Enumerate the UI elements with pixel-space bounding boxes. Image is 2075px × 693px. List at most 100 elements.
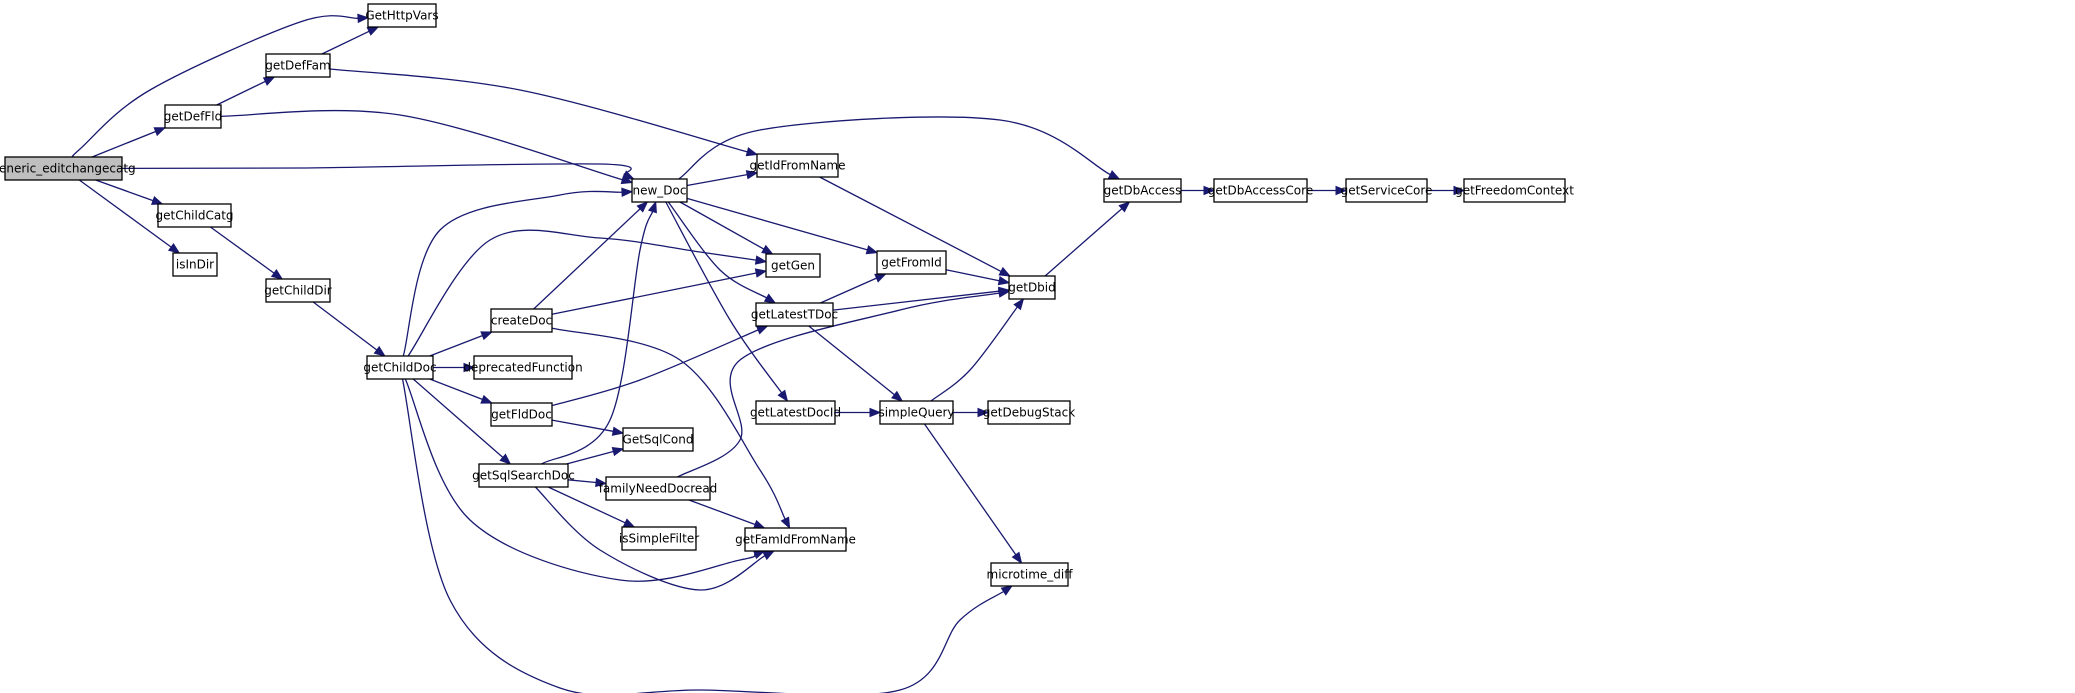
arrowhead-getChildDoc-to-deprecatedFunction	[463, 362, 476, 373]
node-getLatestTDoc[interactable]: getLatestTDoc	[751, 302, 838, 327]
arrowhead-getChildDir-to-getChildDoc	[373, 345, 386, 357]
node-box	[157, 203, 232, 228]
node-box	[987, 400, 1071, 425]
node-getDbAccessCore[interactable]: getDbAccessCore	[1208, 178, 1313, 203]
node-box	[4, 156, 123, 181]
edge-getDefFam-to-GetHttpVars	[321, 30, 370, 55]
node-GetSqlCond[interactable]: GetSqlCond	[622, 427, 694, 452]
node-label: GetHttpVars	[365, 9, 438, 23]
node-label: GetSqlCond	[623, 433, 694, 447]
edge-getChildDoc-to-microtime_diff	[401, 378, 1004, 693]
node-GetHttpVars[interactable]: GetHttpVars	[365, 3, 439, 28]
arrowhead-getSqlSearchDoc-to-familyNeedDocread	[595, 477, 608, 488]
arrowhead-getChildDoc-to-new_Doc	[621, 187, 634, 197]
node-label: simpleQuery	[878, 406, 954, 420]
node-box	[490, 402, 553, 427]
arrowhead-getDbAccessCore-to-getServiceCore	[1335, 185, 1348, 196]
edge-getLatestTDoc-to-getFromId	[820, 277, 877, 304]
edge-getChildDoc-to-createDoc	[429, 334, 483, 357]
edge-getChildDoc-to-getFamIdFromName	[404, 378, 756, 582]
arrowhead-getDefFam-to-getIdFromName	[745, 147, 759, 157]
node-label: getDbAccess	[1104, 184, 1182, 198]
node-getDbAccess[interactable]: getDbAccess	[1103, 178, 1182, 203]
node-label: getFreedomContext	[1455, 184, 1574, 198]
node-microtime_diff[interactable]: microtime_diff	[987, 562, 1074, 587]
arrowhead-getSqlSearchDoc-to-isSimpleFilter	[622, 518, 636, 528]
edge-getSqlSearchDoc-to-new_Doc	[541, 211, 654, 465]
arrowhead-getSqlSearchDoc-to-new_Doc	[647, 200, 657, 214]
node-label: getGen	[771, 259, 815, 273]
node-box	[265, 278, 331, 303]
edge-getChildDir-to-getChildDoc	[312, 301, 378, 351]
node-getChildDoc[interactable]: getChildDoc	[363, 355, 437, 380]
arrowhead-getLatestTDoc-to-getFromId	[874, 273, 887, 283]
node-getDefFld[interactable]: getDefFld	[164, 104, 222, 129]
node-getFreedomContext[interactable]: getFreedomContext	[1455, 178, 1574, 203]
arrowhead-new_Doc-to-getIdFromName	[745, 170, 759, 180]
arrowhead-new_Doc-to-getFromId	[865, 245, 879, 255]
node-label: deprecatedFunction	[463, 361, 582, 375]
node-getFldDoc[interactable]: getFldDoc	[490, 402, 553, 427]
node-isInDir[interactable]: isInDir	[172, 252, 218, 277]
edge-new_Doc-to-getLatestDocId	[665, 201, 783, 394]
node-label: generic_editchangecatg	[0, 162, 136, 176]
arrowhead-simpleQuery-to-microtime_diff	[1011, 551, 1023, 565]
node-new_Doc[interactable]: new_Doc	[631, 178, 688, 203]
node-getSqlSearchDoc[interactable]: getSqlSearchDoc	[472, 463, 575, 488]
node-box	[1213, 178, 1308, 203]
edge-new_Doc-to-getGen	[679, 201, 765, 250]
node-createDoc[interactable]: createDoc	[490, 308, 553, 333]
node-getChildCatg[interactable]: getChildCatg	[155, 203, 234, 228]
edge-generic_editchangecatg-to-GetHttpVars	[71, 15, 359, 158]
arrowhead-createDoc-to-getGen	[754, 268, 768, 278]
arrowhead-getFldDoc-to-GetSqlCond	[611, 426, 625, 436]
edge-getChildCatg-to-getChildDir	[210, 226, 275, 274]
node-label: getChildDir	[264, 284, 332, 298]
node-deprecatedFunction[interactable]: deprecatedFunction	[463, 355, 583, 380]
edge-getLatestTDoc-to-simpleQuery	[808, 325, 895, 396]
node-getLatestDocId[interactable]: getLatestDocId	[750, 400, 841, 425]
arrowhead-createDoc-to-new_Doc	[636, 201, 649, 213]
arrowhead-simpleQuery-to-getDbid	[1013, 297, 1025, 311]
node-box	[605, 476, 711, 501]
node-label: getIdFromName	[750, 159, 846, 173]
node-isSimpleFilter[interactable]: isSimpleFilter	[619, 526, 699, 551]
node-familyNeedDocread[interactable]: familyNeedDocread	[599, 476, 718, 501]
edge-familyNeedDocread-to-getDbid	[677, 292, 1000, 478]
arrowhead-getLatestTDoc-to-simpleQuery	[891, 390, 904, 402]
arrowhead-getSqlSearchDoc-to-getFamIdFromName	[762, 550, 775, 561]
edge-generic_editchangecatg-to-new_Doc	[121, 163, 632, 176]
node-label: new_Doc	[633, 184, 687, 198]
node-getDebugStack[interactable]: getDebugStack	[983, 400, 1075, 425]
arrowhead-createDoc-to-getFamIdFromName	[780, 516, 791, 530]
node-label: getFamIdFromName	[735, 533, 856, 547]
node-getIdFromName[interactable]: getIdFromName	[750, 153, 846, 178]
arrowhead-getChildDoc-to-getGen	[754, 255, 768, 265]
node-getGen[interactable]: getGen	[765, 253, 821, 278]
edge-getFldDoc-to-getLatestTDoc	[551, 329, 759, 407]
edge-createDoc-to-getFamIdFromName	[551, 327, 786, 520]
edge-generic_editchangecatg-to-getChildCatg	[95, 179, 154, 202]
node-getDefFam[interactable]: getDefFam	[265, 53, 331, 78]
node-getChildDir[interactable]: getChildDir	[264, 278, 332, 303]
node-box	[876, 250, 947, 275]
node-box	[1103, 178, 1182, 203]
node-getDbid[interactable]: getDbid	[1008, 275, 1056, 300]
node-box	[265, 53, 331, 78]
edge-getFldDoc-to-GetSqlCond	[551, 419, 614, 432]
node-simpleQuery[interactable]: simpleQuery	[878, 400, 955, 425]
arrowhead-getDbid-to-getDbAccess	[1118, 201, 1131, 213]
node-getServiceCore[interactable]: getServiceCore	[1341, 178, 1433, 203]
edge-getSqlSearchDoc-to-familyNeedDocread	[567, 479, 597, 484]
node-label: isInDir	[176, 258, 214, 272]
edge-generic_editchangecatg-to-isInDir	[78, 179, 172, 248]
node-getFamIdFromName[interactable]: getFamIdFromName	[735, 527, 856, 552]
edge-getDefFam-to-getIdFromName	[329, 68, 748, 153]
node-getFromId[interactable]: getFromId	[876, 250, 947, 275]
node-box	[490, 308, 553, 333]
arrowhead-getFldDoc-to-getLatestTDoc	[755, 325, 769, 335]
node-generic_editchangecatg[interactable]: generic_editchangecatg	[0, 156, 136, 181]
node-box	[756, 153, 839, 178]
arrowhead-getDefFld-to-new_Doc	[620, 175, 634, 185]
